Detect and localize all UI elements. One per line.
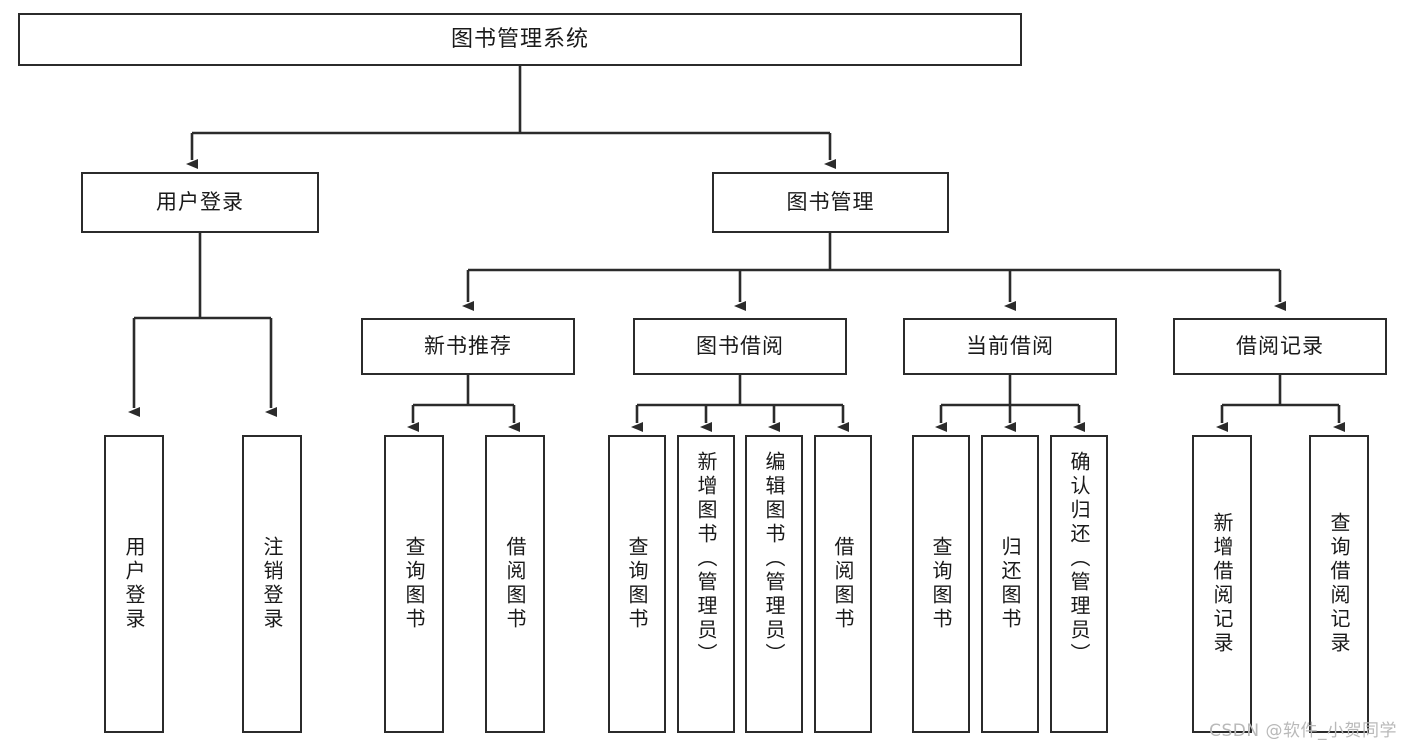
node-leaf-label: 确认归还（管理员） xyxy=(1067,451,1091,667)
node-leaf-label: 查询借阅记录 xyxy=(1327,512,1351,656)
node-leaf-borrow-record-query-record[interactable]: 查询借阅记录 xyxy=(1309,435,1369,733)
node-leaf-current-borrow-query-book[interactable]: 查询图书 xyxy=(912,435,970,733)
node-book-management[interactable]: 图书管理 xyxy=(712,172,949,233)
node-leaf-label: 查询图书 xyxy=(402,536,426,632)
node-user-login-label: 用户登录 xyxy=(156,190,244,214)
node-leaf-book-borrow-add-book-admin[interactable]: 新增图书（管理员） xyxy=(677,435,735,733)
node-leaf-book-borrow-edit-book-admin[interactable]: 编辑图书（管理员） xyxy=(745,435,803,733)
node-leaf-book-borrow-query-book[interactable]: 查询图书 xyxy=(608,435,666,733)
csdn-watermark: CSDN @软件_小贺同学 xyxy=(1209,721,1397,741)
node-new-book-recommend-label: 新书推荐 xyxy=(424,334,512,358)
node-current-borrow[interactable]: 当前借阅 xyxy=(903,318,1117,375)
node-leaf-label: 新增图书（管理员） xyxy=(694,451,718,667)
node-leaf-current-borrow-return-book[interactable]: 归还图书 xyxy=(981,435,1039,733)
node-leaf-book-borrow-borrow-book[interactable]: 借阅图书 xyxy=(814,435,872,733)
node-new-book-recommend[interactable]: 新书推荐 xyxy=(361,318,575,375)
node-borrow-record[interactable]: 借阅记录 xyxy=(1173,318,1387,375)
node-leaf-label: 查询图书 xyxy=(929,536,953,632)
node-book-management-label: 图书管理 xyxy=(786,190,875,214)
node-leaf-label: 用户登录 xyxy=(122,536,146,632)
node-leaf-label: 新增借阅记录 xyxy=(1210,512,1234,656)
node-leaf-current-borrow-confirm-return-admin[interactable]: 确认归还（管理员） xyxy=(1050,435,1108,733)
node-book-borrow[interactable]: 图书借阅 xyxy=(633,318,847,375)
node-leaf-label: 编辑图书（管理员） xyxy=(762,451,786,667)
node-leaf-label: 查询图书 xyxy=(625,536,649,632)
node-leaf-borrow-record-add-record[interactable]: 新增借阅记录 xyxy=(1192,435,1252,733)
node-leaf-label: 借阅图书 xyxy=(831,536,855,632)
node-leaf-user-login-login[interactable]: 用户登录 xyxy=(104,435,164,733)
node-current-borrow-label: 当前借阅 xyxy=(966,334,1054,358)
node-root-label: 图书管理系统 xyxy=(450,26,589,52)
node-leaf-user-login-logout[interactable]: 注销登录 xyxy=(242,435,302,733)
node-leaf-new-book-borrow-book[interactable]: 借阅图书 xyxy=(485,435,545,733)
node-borrow-record-label: 借阅记录 xyxy=(1236,334,1324,358)
node-leaf-label: 注销登录 xyxy=(260,536,284,632)
node-leaf-new-book-query-book[interactable]: 查询图书 xyxy=(384,435,444,733)
node-leaf-label: 归还图书 xyxy=(998,536,1022,632)
node-leaf-label: 借阅图书 xyxy=(503,536,527,632)
node-book-borrow-label: 图书借阅 xyxy=(696,334,784,358)
node-user-login[interactable]: 用户登录 xyxy=(81,172,319,233)
node-root-book-management-system[interactable]: 图书管理系统 xyxy=(18,13,1022,66)
